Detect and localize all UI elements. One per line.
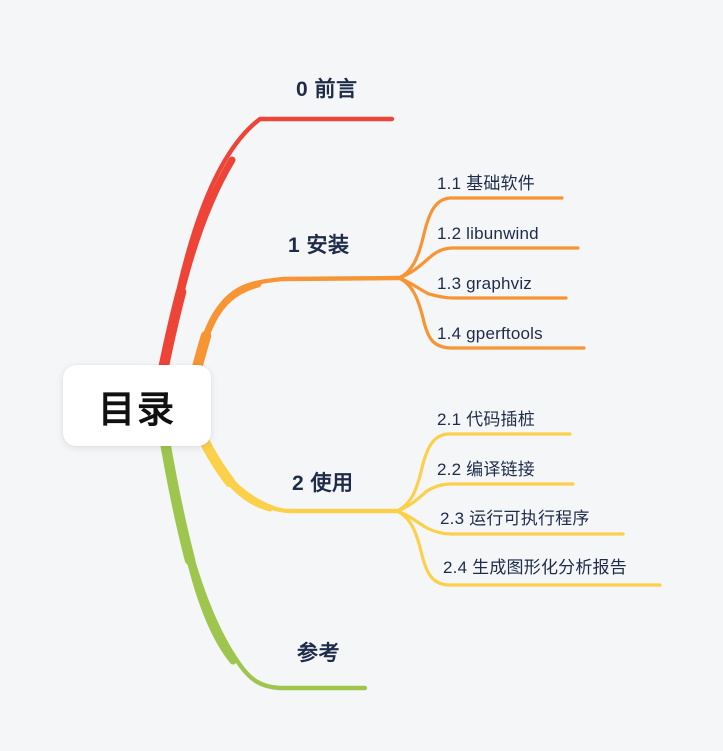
root-node-label: 目录 bbox=[98, 388, 176, 430]
node-install[interactable]: 1 安装 bbox=[288, 234, 350, 257]
node-usage-child-4[interactable]: 2.4 生成图形化分析报告 bbox=[443, 558, 627, 577]
node-install-child-3[interactable]: 1.3 graphviz bbox=[437, 274, 533, 293]
node-preface[interactable]: 0 前言 bbox=[296, 78, 358, 101]
child-line-2-1 bbox=[395, 432, 572, 513]
node-usage-child-3[interactable]: 2.3 运行可执行程序 bbox=[440, 509, 590, 528]
child-line-1-4 bbox=[397, 276, 586, 350]
child-line-2-2 bbox=[395, 482, 575, 513]
branch-usage-curve bbox=[190, 418, 662, 587]
node-install-child-4[interactable]: 1.4 gperftools bbox=[437, 324, 543, 343]
child-line-1-1 bbox=[397, 196, 564, 280]
child-line-2-4 bbox=[395, 509, 662, 587]
node-usage[interactable]: 2 使用 bbox=[292, 472, 354, 495]
node-reference[interactable]: 参考 bbox=[297, 642, 340, 665]
child-line-1-3 bbox=[397, 276, 568, 300]
node-usage-child-2[interactable]: 2.2 编译链接 bbox=[437, 460, 535, 479]
child-line-1-2 bbox=[397, 246, 580, 280]
child-line-2-3 bbox=[395, 509, 625, 536]
node-install-child-1[interactable]: 1.1 基础软件 bbox=[437, 174, 535, 193]
node-install-child-2[interactable]: 1.2 libunwind bbox=[437, 224, 539, 243]
node-usage-child-1[interactable]: 2.1 代码插桩 bbox=[437, 410, 535, 429]
root-node[interactable]: 目录 bbox=[63, 365, 211, 446]
